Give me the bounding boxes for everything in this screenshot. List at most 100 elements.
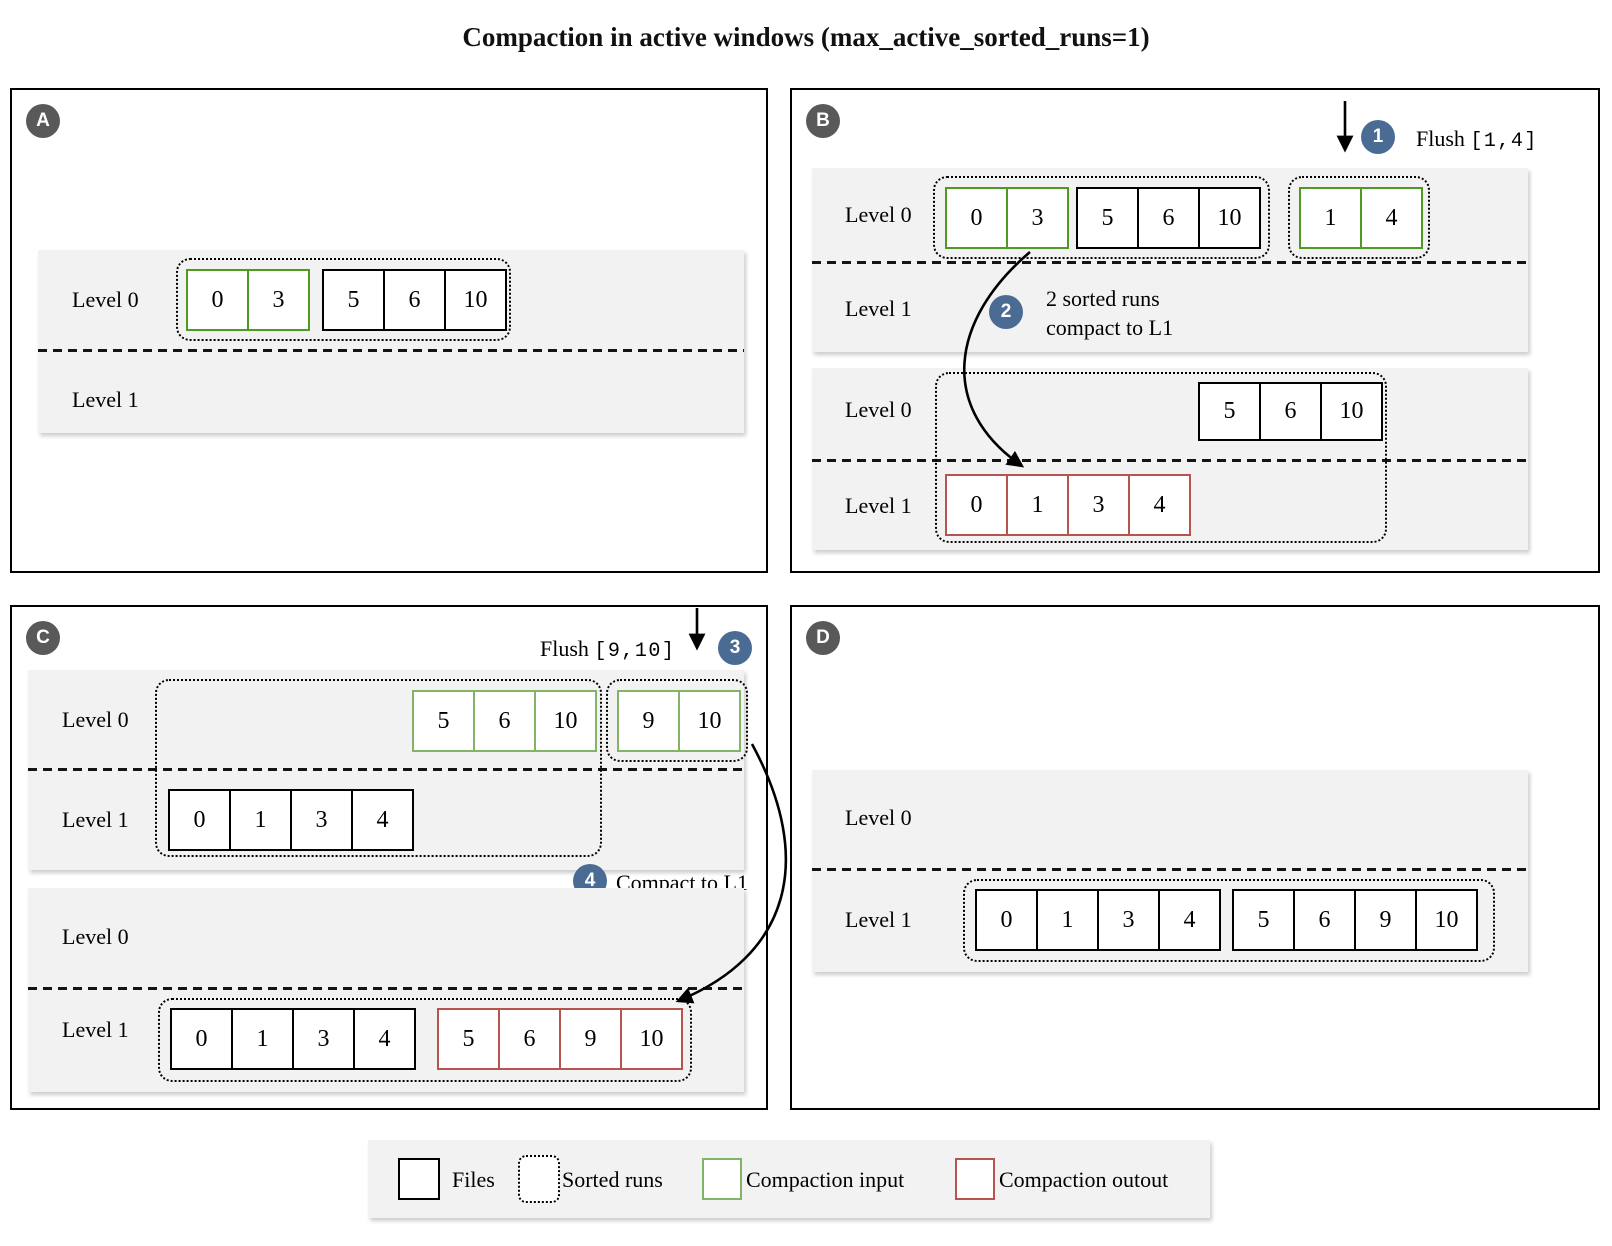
file-cell: 4 — [1158, 891, 1219, 949]
step-1-badge: 1 — [1361, 120, 1395, 154]
file-cell: 10 — [444, 271, 505, 329]
file-cell: 1 — [1301, 189, 1360, 247]
panel-a-files-run: 5 6 10 — [322, 269, 507, 331]
file-cell: 3 — [1067, 476, 1128, 534]
file-cell: 10 — [534, 692, 595, 750]
panel-b-output-run: 0 1 3 4 — [945, 474, 1191, 536]
file-cell: 0 — [172, 1010, 231, 1068]
file-cell: 5 — [1078, 189, 1137, 247]
panel-c-state1-level0-label: Level 0 — [62, 707, 129, 732]
file-cell: 3 — [1006, 189, 1067, 247]
panel-c-badge: C — [26, 621, 60, 655]
panel-c-flushed-run: 9 10 — [617, 690, 741, 752]
file-cell: 5 — [414, 692, 473, 750]
file-cell: 1 — [1006, 476, 1067, 534]
legend — [368, 1140, 1210, 1218]
flush-1-4-annotation: Flush [1,4] — [1416, 124, 1538, 156]
panel-d-files-run-1: 0 1 3 4 — [975, 889, 1221, 951]
file-cell: 6 — [498, 1010, 559, 1068]
page-title: Compaction in active windows (max_active… — [462, 22, 1150, 52]
panel-b-state2-level-divider — [812, 459, 1528, 462]
file-cell: 6 — [383, 271, 444, 329]
annotation-line1: 2 sorted runs — [1046, 286, 1160, 311]
file-cell: 4 — [1360, 189, 1421, 247]
panel-c-state1-level1-label: Level 1 — [62, 807, 129, 832]
file-cell: 5 — [1234, 891, 1293, 949]
flush-9-10-annotation: Flush [9,10] — [540, 634, 675, 666]
file-cell: 4 — [1128, 476, 1189, 534]
panel-a-input-run: 0 3 — [186, 269, 310, 331]
file-cell: 4 — [351, 791, 412, 849]
file-cell: 6 — [1293, 891, 1354, 949]
panel-c-input-run: 5 6 10 — [412, 690, 597, 752]
file-cell: 10 — [620, 1010, 681, 1068]
panel-b-sorted-run-2-outline — [1288, 176, 1430, 259]
legend-files-label: Files — [452, 1167, 495, 1192]
file-cell: 6 — [1259, 384, 1320, 439]
panel-b-state1-level-divider — [812, 261, 1528, 264]
legend-sorted-runs-label: Sorted runs — [562, 1167, 663, 1192]
step-3-badge: 3 — [718, 631, 752, 665]
panel-d-level-divider — [812, 868, 1528, 871]
panel-c-sorted-run-1-outline — [155, 679, 602, 857]
flush-label: Flush — [1416, 126, 1465, 151]
panel-d-files-run-2: 5 6 9 10 — [1232, 889, 1478, 951]
panel-b-state2-sorted-run-outline — [935, 372, 1387, 543]
panel-c-state2-level-divider — [28, 987, 744, 990]
panel-b-state2-level1-label: Level 1 — [845, 493, 912, 518]
legend-compaction-output-swatch — [955, 1158, 995, 1200]
file-cell: 1 — [1036, 891, 1097, 949]
step-2-badge: 2 — [989, 295, 1023, 329]
file-cell: 5 — [324, 271, 383, 329]
file-cell: 9 — [1354, 891, 1415, 949]
panel-d-level1-label: Level 1 — [845, 907, 912, 932]
panel-c-state2-level1-label: Level 1 — [62, 1017, 129, 1042]
panel-b-badge: B — [806, 104, 840, 138]
legend-compaction-input-label: Compaction input — [746, 1167, 905, 1192]
panel-c-state2-files-run: 0 1 3 4 — [170, 1008, 416, 1070]
file-cell: 0 — [947, 476, 1006, 534]
legend-compaction-output-label: Compaction outout — [999, 1167, 1169, 1192]
panel-c-output-run: 5 6 9 10 — [437, 1008, 683, 1070]
panel-d-sorted-run-outline — [963, 879, 1495, 962]
file-cell: 4 — [353, 1010, 414, 1068]
file-cell: 3 — [292, 1010, 353, 1068]
panel-b-sorted-run-1-outline — [933, 176, 1270, 259]
panel-a-level-divider — [38, 349, 744, 352]
flush-label: Flush — [540, 636, 589, 661]
file-cell: 6 — [473, 692, 534, 750]
panel-b-input-run: 0 3 — [945, 187, 1069, 249]
file-cell: 0 — [977, 891, 1036, 949]
file-cell: 5 — [1200, 384, 1259, 439]
file-cell: 0 — [170, 791, 229, 849]
panel-b-state2-files-run: 5 6 10 — [1198, 382, 1383, 441]
compact-to-l1-annotation: 2 sorted runs compact to L1 — [1046, 284, 1173, 342]
panel-d-level0-label: Level 0 — [845, 805, 912, 830]
legend-sorted-runs-swatch — [518, 1155, 560, 1203]
panel-c-state1-level-divider — [28, 768, 744, 771]
legend-files-swatch — [398, 1158, 440, 1200]
panel-a-badge: A — [26, 104, 60, 138]
file-cell: 10 — [678, 692, 739, 750]
panel-b-flushed-run: 1 4 — [1299, 187, 1423, 249]
panel-b-state1-level1-label: Level 1 — [845, 296, 912, 321]
panel-b-state2-level0-label: Level 0 — [845, 397, 912, 422]
panel-b-files-run: 5 6 10 — [1076, 187, 1261, 249]
file-cell: 10 — [1198, 189, 1259, 247]
file-cell: 5 — [439, 1010, 498, 1068]
file-cell: 0 — [188, 271, 247, 329]
panel-c-state2-sorted-run-outline — [158, 998, 692, 1082]
legend-compaction-input-swatch — [702, 1158, 742, 1200]
file-cell: 9 — [559, 1010, 620, 1068]
file-cell: 3 — [290, 791, 351, 849]
panel-c-state1-files-run: 0 1 3 4 — [168, 789, 414, 851]
panel-c-state2-level0-label: Level 0 — [62, 924, 129, 949]
annotation-line2: compact to L1 — [1046, 315, 1174, 340]
flush-range: [9,10] — [594, 640, 676, 663]
file-cell: 3 — [247, 271, 308, 329]
panel-a-level1-label: Level 1 — [72, 387, 139, 412]
panel-d-badge: D — [806, 621, 840, 655]
panel-a-sorted-run-outline — [176, 258, 511, 341]
file-cell: 6 — [1137, 189, 1198, 247]
